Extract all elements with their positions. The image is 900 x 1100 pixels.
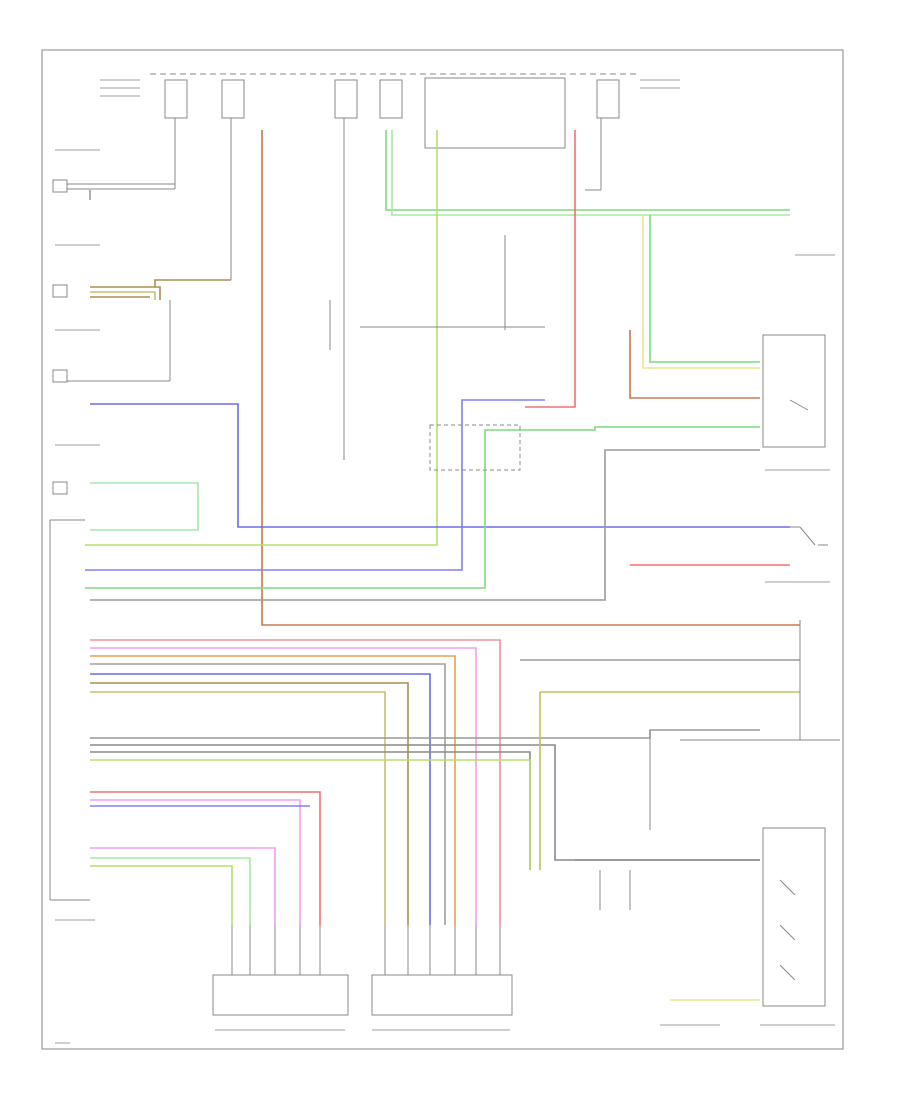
wire-gray-3 — [90, 744, 760, 861]
wire-ygreen-long — [85, 130, 438, 546]
fuse-relay-block — [150, 73, 640, 460]
transmission-switch — [762, 827, 826, 1007]
wire-green-2 — [391, 130, 790, 216]
wire-pink-2 — [90, 647, 477, 925]
wire-red-2 — [90, 791, 321, 925]
wire-green-top — [385, 130, 790, 211]
accelerator-pedal-position-sensor — [371, 925, 513, 1016]
wire-green-5 — [90, 857, 251, 925]
wire-brown-2 — [629, 330, 760, 399]
wire-pink-4 — [90, 847, 276, 925]
wire-pink-1 — [90, 639, 501, 925]
wire-olive-2 — [90, 291, 156, 300]
wire-blue-1 — [90, 403, 790, 528]
throttle-position-sensor — [212, 925, 349, 1016]
wire-ygreen-2 — [90, 865, 233, 925]
wire-green-3 — [85, 426, 760, 589]
wire-olive-6 — [539, 691, 800, 870]
combination-meter — [649, 620, 840, 830]
stop-lamp-switch — [762, 334, 826, 448]
mid-relay — [329, 235, 545, 471]
cruise-switch — [790, 526, 828, 546]
wire-group — [85, 130, 800, 1001]
wire-gray-mid — [90, 449, 760, 601]
wire-olive-1 — [90, 286, 161, 300]
wire-olive-5 — [90, 691, 386, 925]
wire-pink-3 — [90, 799, 301, 925]
wire-lgreen-long — [90, 759, 531, 870]
wire-orange — [90, 655, 456, 925]
wire-yellow-right — [642, 215, 760, 369]
center-bottom-sensors — [599, 870, 631, 910]
ecm-connector — [49, 519, 90, 901]
wire-olive-up — [154, 279, 231, 287]
wire-gray-5 — [90, 729, 760, 739]
wire-gray-4 — [90, 751, 531, 870]
wire-green-4 — [90, 482, 199, 531]
label-placeholders — [55, 79, 835, 1044]
wire-gray-2 — [90, 663, 446, 925]
wire-red-top — [525, 130, 576, 408]
diagram-frame — [41, 49, 844, 1050]
wire-olive-4 — [90, 682, 409, 925]
wire-blue-2 — [85, 399, 545, 571]
left-sensor-connectors — [52, 179, 176, 495]
wire-green-right — [649, 215, 760, 363]
wire-blue-3 — [90, 673, 431, 925]
wire-brown-main — [261, 130, 800, 626]
